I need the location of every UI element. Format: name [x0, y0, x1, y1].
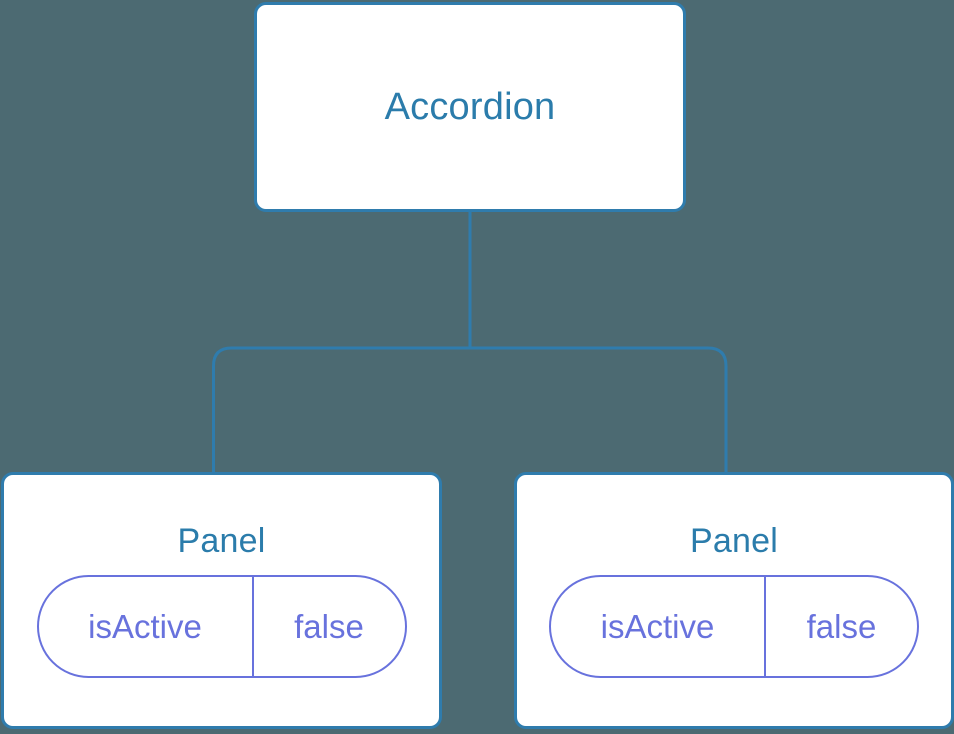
prop-key: isActive [551, 576, 766, 676]
node-title: Panel [690, 521, 778, 560]
node-title: Panel [177, 521, 266, 560]
node-panel-right[interactable]: Panel isActive false [514, 472, 954, 729]
prop-value: false [294, 607, 364, 645]
prop-badge[interactable]: isActive false [549, 574, 919, 678]
node-title: Accordion [384, 86, 556, 128]
prop-value: false [806, 607, 877, 645]
node-panel-left[interactable]: Panel isActive false [1, 472, 442, 729]
connector-branch-bar [212, 346, 728, 472]
node-accordion[interactable]: Accordion [254, 2, 686, 212]
prop-badge[interactable]: isActive false [36, 574, 407, 678]
prop-key: isActive [39, 576, 254, 676]
